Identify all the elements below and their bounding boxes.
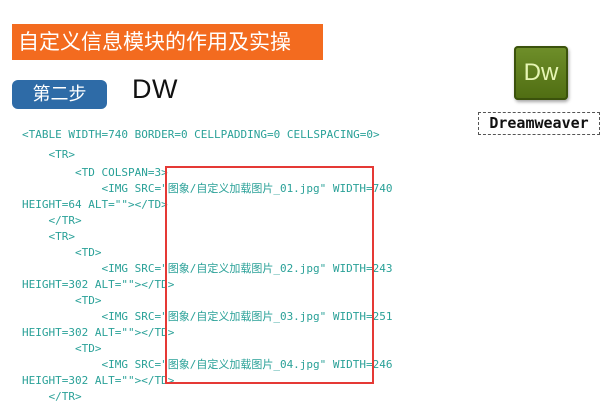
code-line: <IMG SRC="图象/自定义加载图片_02.jpg" WIDTH=243 xyxy=(22,262,393,275)
code-line: <IMG SRC="图象/自定义加载图片_04.jpg" WIDTH=246 xyxy=(22,358,393,371)
code-line: </TR> xyxy=(22,390,82,403)
code-line: <TABLE WIDTH=740 BORDER=0 CELLPADDING=0 … xyxy=(22,128,380,141)
code-line: <TD> xyxy=(22,294,102,307)
dreamweaver-caption: Dreamweaver xyxy=(478,112,600,135)
step-badge: 第二步 xyxy=(12,80,107,109)
code-line: HEIGHT=302 ALT=""></TD> xyxy=(22,278,175,291)
step-tool-label: DW xyxy=(132,74,178,104)
code-line: <IMG SRC="图象/自定义加载图片_03.jpg" WIDTH=251 xyxy=(22,310,393,323)
code-line: <TR> xyxy=(22,148,75,161)
slide-title: 自定义信息模块的作用及实操 xyxy=(12,24,323,60)
code-line: <TR> xyxy=(22,230,75,243)
code-line: <IMG SRC="图象/自定义加载图片_01.jpg" WIDTH=740 xyxy=(22,182,393,195)
code-line: </TR> xyxy=(22,214,82,227)
code-line: <TD> xyxy=(22,246,102,259)
code-line: HEIGHT=302 ALT=""></TD> xyxy=(22,326,175,339)
code-line: <TD> xyxy=(22,342,102,355)
code-line: <TD COLSPAN=3> xyxy=(22,166,168,179)
code-line: HEIGHT=302 ALT=""></TD> xyxy=(22,374,175,387)
dreamweaver-icon: Dw xyxy=(514,46,568,100)
highlight-box xyxy=(165,166,374,384)
code-line: HEIGHT=64 ALT=""></TD> xyxy=(22,198,168,211)
